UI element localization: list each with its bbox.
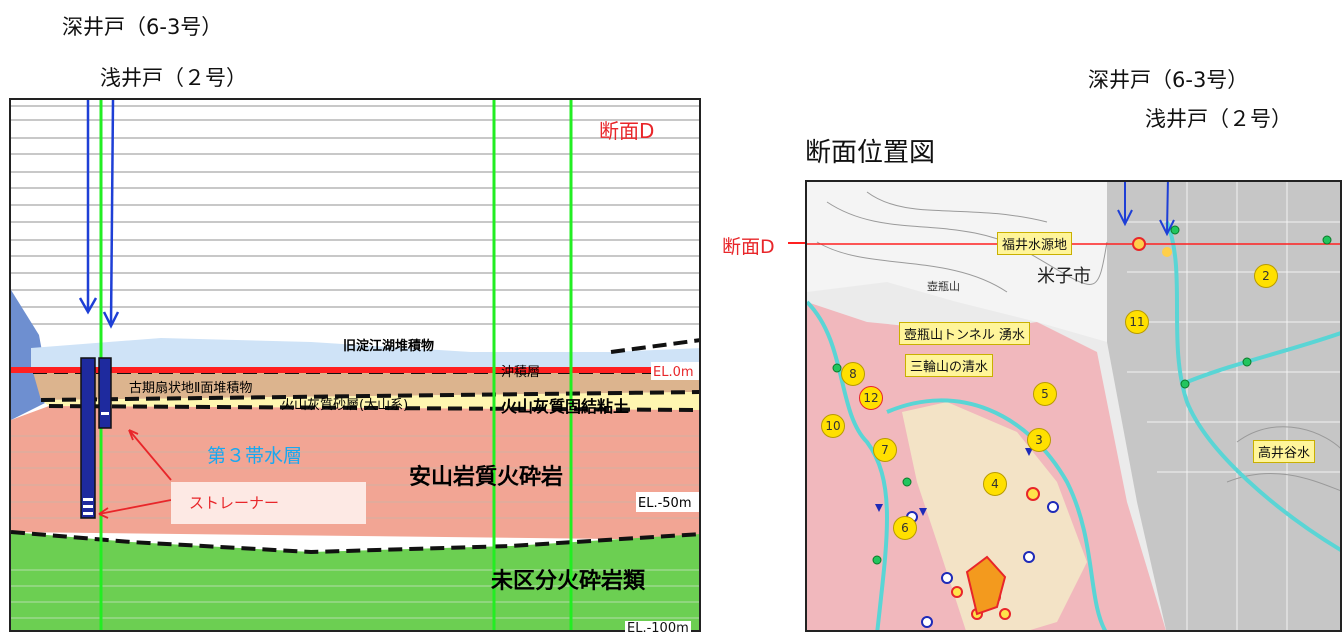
urban-area [1107, 182, 1340, 630]
deep-well-strainer [83, 498, 93, 501]
miwayama-label: 三輪山の清水 [905, 354, 994, 377]
el0-label-box [651, 362, 699, 380]
rivers [807, 221, 1340, 630]
shallow-well-point [1162, 247, 1172, 257]
city-label: 米子市 [1037, 266, 1091, 287]
marker-5: 5 [1033, 382, 1057, 406]
map-svg: 米子市 壺瓶山 [807, 182, 1340, 630]
deep-well-strainer-3 [83, 512, 93, 515]
well-arrows [78, 100, 120, 329]
grid-lines [11, 105, 699, 325]
marker-10: 10 [821, 414, 845, 438]
deep-well-label: 深井戸（6-3号） [62, 15, 223, 39]
mountain-label: 壺瓶山 [927, 279, 960, 293]
green-grid-lines [11, 569, 699, 619]
marker-4: 4 [983, 472, 1007, 496]
undivided-layer [11, 532, 699, 630]
marker-3: 3 [1027, 428, 1051, 452]
tsubohei-tunnel-label: 壺瓶山トンネル 湧水 [899, 322, 1030, 345]
section-map-title: 断面位置図 [805, 138, 936, 168]
strainer-arrows [98, 429, 172, 519]
undivided-layer-label: 未区分火砕岩類 [491, 569, 646, 594]
triangles [875, 448, 1033, 516]
deep-well-casing [80, 357, 96, 519]
marker-6: 6 [893, 516, 917, 540]
el50-label: EL.-50m [638, 496, 692, 511]
marker-12: 12 [859, 386, 883, 410]
deep-well-map-label: 深井戸（6-3号） [1088, 68, 1249, 92]
el50-label-box [636, 492, 699, 512]
street-grid [1127, 182, 1340, 630]
deep-well-point [1132, 237, 1146, 251]
facility-area [965, 555, 1007, 616]
okizumi-layer-label: 沖積層 [501, 365, 540, 380]
shallow-well-map-label: 浅井戸（２号） [1145, 107, 1292, 131]
shallow-well-casing [98, 357, 112, 429]
marker-11: 11 [1125, 310, 1149, 334]
sand-layer-label: 火山灰質砂層(大山系) [281, 398, 408, 413]
el100-label: EL.-100m [625, 621, 691, 636]
section-location-map: 米子市 壺瓶山 福井水源地 壺瓶山トンネル 湧水 三輪山の清水 高井谷水 2 1… [805, 180, 1342, 632]
el0-label: EL.0m [653, 365, 694, 380]
map-well-arrows [1117, 182, 1175, 237]
hill-area [807, 182, 1107, 342]
marker-8: 8 [841, 362, 865, 386]
section-d-map-label: 断面D [722, 236, 775, 258]
clay-layer-label: 火山灰質固結粘土 [501, 397, 629, 416]
lake-deposit-layer [31, 338, 699, 372]
cross-section-svg: ストレーナー 旧淀江湖堆積物 沖積層 古期扇状地Ⅱ面堆積物 火山灰質砂層(大山系… [11, 100, 699, 630]
cross-section-diagram: ストレーナー 旧淀江湖堆積物 沖積層 古期扇状地Ⅱ面堆積物 火山灰質砂層(大山系… [9, 98, 701, 632]
fan-layer-label: 古期扇状地Ⅱ面堆積物 [129, 380, 252, 396]
fukui-source-label: 福井水源地 [997, 232, 1073, 255]
marker-7: 7 [873, 438, 897, 462]
section-title: 断面D [599, 119, 654, 143]
andesite-layer-label: 安山岩質火砕岩 [409, 464, 563, 490]
deep-well-strainer-2 [83, 505, 93, 508]
strainer-label-box [171, 482, 366, 524]
shallow-well-label: 浅井戸（２号） [100, 66, 247, 90]
shallow-well-strainer [101, 412, 109, 415]
lake-layer-label: 旧淀江湖堆積物 [343, 338, 434, 354]
strainer-label: ストレーナー [189, 494, 279, 512]
aquifer-label: 第３帯水層 [207, 445, 302, 467]
section-line-lead [788, 242, 805, 244]
marker-2: 2 [1254, 264, 1278, 288]
takaidani-label: 高井谷水 [1253, 440, 1316, 463]
